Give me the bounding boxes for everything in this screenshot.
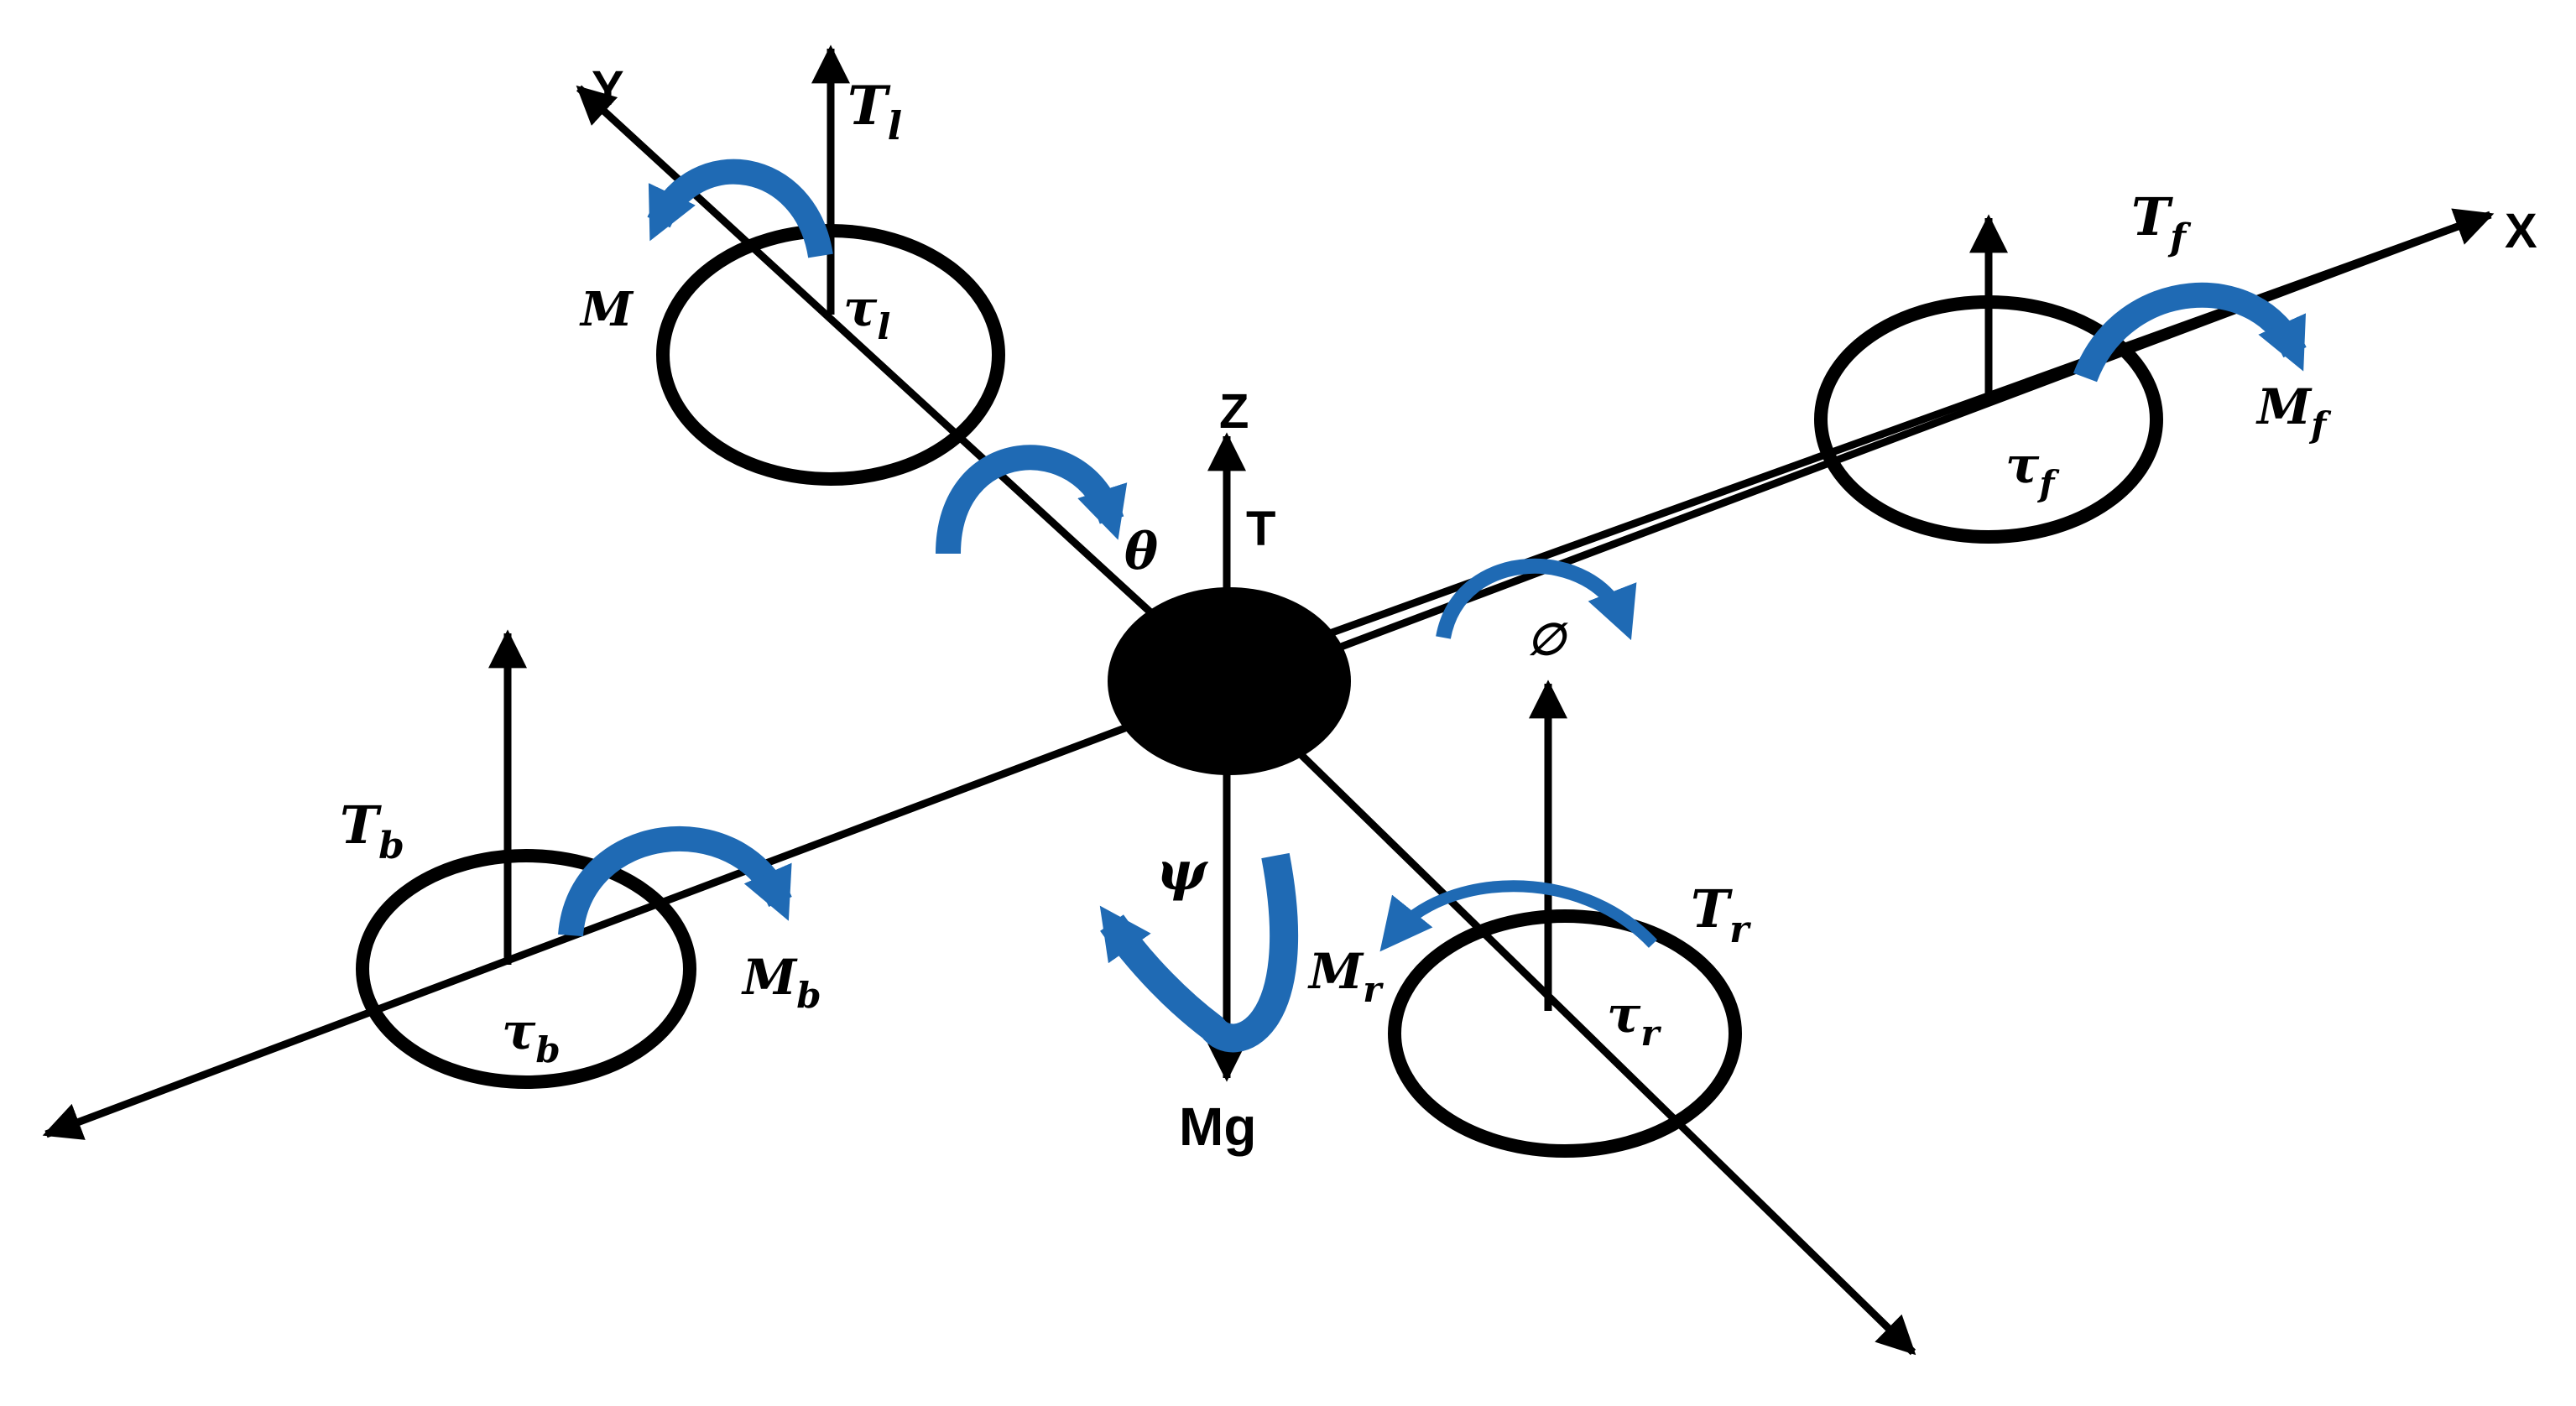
x-axis-positive-arrow (1223, 208, 2495, 675)
pitch-theta-label: θ (1124, 523, 1158, 581)
moment-arc-back (558, 825, 792, 937)
moment-arc-front (2073, 282, 2307, 383)
moment-arc-left (647, 159, 833, 258)
moment-right-label: Mr (1307, 943, 1384, 1010)
center-of-mass (1108, 587, 1351, 775)
y-axis (576, 85, 1233, 688)
thrust-right-label: Tr (1691, 878, 1751, 951)
torque-back-label: τb (502, 1002, 561, 1070)
z-axis-label: Z (1219, 384, 1249, 439)
thrust-left-label: Tl (847, 75, 902, 148)
thrust-back-label: Tb (340, 794, 404, 867)
x-axis-label: X (2505, 204, 2537, 258)
moment-left-label: M (579, 282, 634, 337)
pitch-theta-arc (936, 445, 1128, 555)
moment-back-label: Mb (741, 949, 821, 1016)
moment-front-label: Mf (2255, 378, 2332, 445)
y-axis-negative-arrow (1226, 681, 1916, 1356)
rotor-back (356, 849, 696, 1089)
torque-right-label: τr (1607, 986, 1661, 1054)
roll-phi-label: ∅ (1527, 614, 1568, 665)
thrust-front-label: Tf (2131, 186, 2192, 259)
moment-arc-right (1379, 880, 1658, 952)
yaw-psi-arc (1099, 852, 1298, 1053)
yaw-psi-label: ψ (1156, 840, 1208, 903)
weight-label: Mg (1179, 1096, 1256, 1157)
torque-front-label: τf (2005, 436, 2060, 504)
y-axis-label: Y (592, 61, 624, 116)
roll-phi-arc (1436, 558, 1637, 641)
torque-left-label: τl (843, 279, 890, 347)
body-thrust-label: T (1246, 502, 1275, 556)
rotor-right (1388, 909, 1742, 1158)
